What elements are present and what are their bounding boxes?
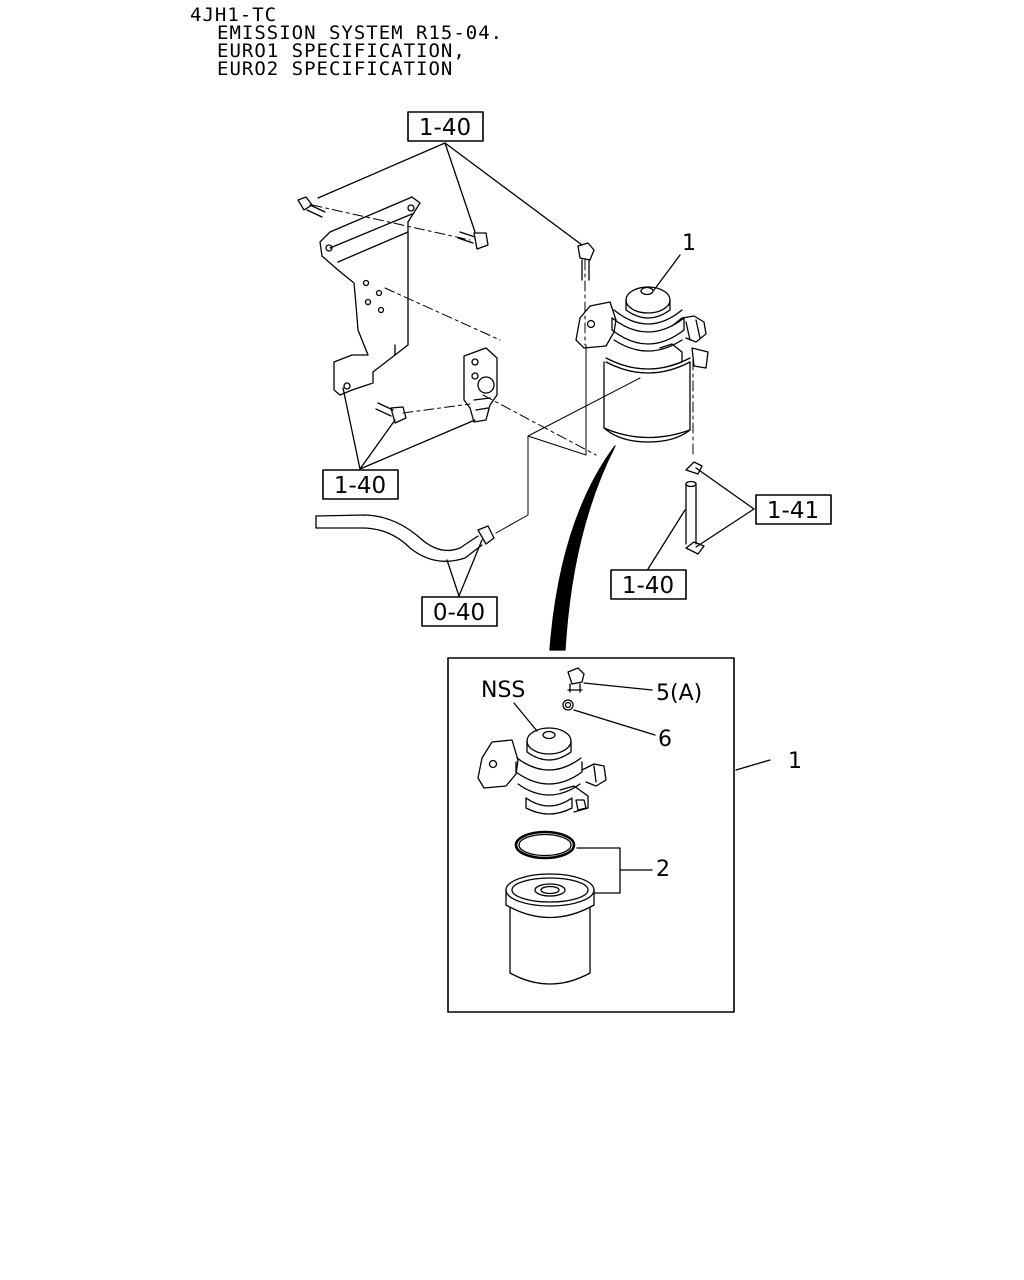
callout-element-kit[interactable]: 2: [576, 847, 670, 894]
assembly-centerlines: [311, 204, 694, 456]
svg-text:NSS: NSS: [481, 678, 525, 703]
detail-o-ring: [514, 830, 576, 860]
pipe-with-clips: [685, 461, 705, 555]
fuel-filter-assembly: [575, 286, 709, 443]
ref-leaders: [317, 142, 755, 597]
detail-washer: [562, 699, 656, 736]
svg-text:1-41: 1-41: [767, 498, 819, 524]
ref-box-pipe-clips[interactable]: 1-41: [755, 494, 832, 525]
svg-text:6: 6: [658, 727, 672, 752]
bolt-right-top: [457, 231, 489, 250]
svg-text:5(A): 5(A): [656, 681, 702, 706]
detail-box: [447, 657, 735, 1013]
detail-filter-head: [477, 727, 607, 815]
spec-line-3: EURO2 SPECIFICATION: [217, 58, 454, 80]
ref-box-bracket-bolts-top[interactable]: 1-40: [407, 111, 484, 142]
svg-text:1: 1: [682, 231, 696, 256]
svg-text:2: 2: [656, 857, 670, 882]
spec-line-1: EMISSION SYSTEM R15-04.: [217, 22, 504, 44]
spec-line-2: EURO1 SPECIFICATION,: [217, 40, 466, 62]
detail-filter-element: [505, 873, 595, 985]
svg-text:0-40: 0-40: [433, 600, 485, 626]
detail-plug: [567, 667, 653, 693]
svg-text:1-40: 1-40: [334, 473, 386, 499]
svg-text:1-40: 1-40: [419, 115, 471, 141]
linkage-lines: [495, 344, 641, 534]
diagram-header: 4JH1-TC EMISSION SYSTEM R15-04. EURO1 SP…: [0, 0, 502, 108]
callout-filter-assembly[interactable]: 1: [653, 231, 696, 291]
svg-text:1-40: 1-40: [622, 573, 674, 599]
ref-box-bracket-bolts-bottom[interactable]: 1-40: [322, 469, 399, 500]
callout-detail-box[interactable]: 1: [735, 749, 802, 774]
callout-washer[interactable]: 6: [658, 727, 672, 752]
callout-plug[interactable]: 5(A): [656, 681, 702, 706]
mounting-bracket: [319, 196, 421, 396]
detail-arrow: [549, 445, 616, 651]
ref-box-pipe[interactable]: 1-40: [610, 569, 687, 600]
svg-text:1: 1: [788, 749, 802, 774]
fuel-hose: [315, 514, 495, 562]
bolt-bracket-lower: [375, 402, 407, 424]
engine-model: 4JH1-TC: [190, 4, 278, 26]
bolt-filter-top: [577, 242, 595, 281]
callout-nss[interactable]: NSS: [481, 678, 538, 732]
clamp-bracket: [463, 347, 498, 423]
ref-box-hose[interactable]: 0-40: [421, 596, 498, 627]
